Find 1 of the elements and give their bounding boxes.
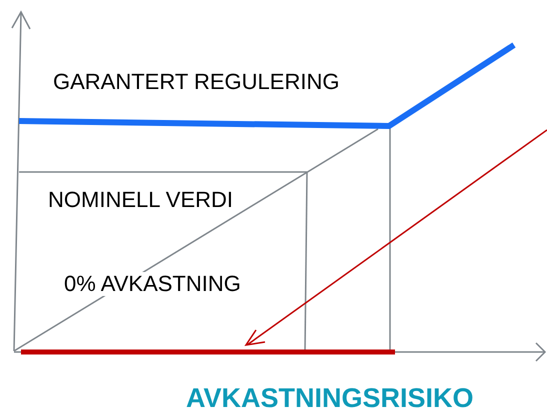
caption: AVKASTNINGSRISIKO bbox=[186, 383, 474, 413]
